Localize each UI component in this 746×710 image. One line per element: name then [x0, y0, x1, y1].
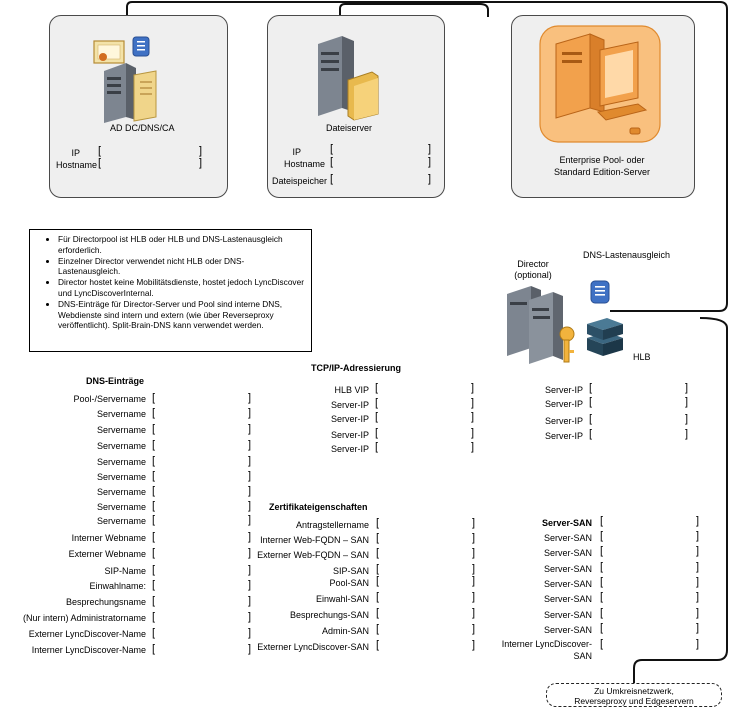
dns-row-label: Externer Webname [68, 549, 146, 559]
cert-right-label: Server-SAN [543, 610, 592, 620]
pool-server-title-line2: Standard Edition-Server [553, 167, 651, 177]
director-label-line2: (optional) [514, 270, 552, 280]
ad-server-icon [93, 36, 157, 123]
cert-right-label: Server-SAN [543, 625, 592, 635]
cert-right-label: Server-SAN [543, 548, 592, 558]
note-item: Einzelner Director verwendet nicht HLB o… [58, 256, 305, 277]
cert-right-last-label-line1: Interner LyncDiscover- [501, 639, 592, 649]
dns-section-title: DNS-Einträge [86, 376, 145, 386]
dns-row-label: Servername [96, 502, 146, 512]
note-item: Director hostet keine Mobilitätsdienste,… [58, 277, 305, 298]
cert-left-label: Einwahl-SAN [315, 594, 369, 604]
tcpip-right-label: Server-IP [544, 416, 583, 426]
ad-ip-label: IP [71, 148, 80, 158]
tcpip-left-label: Server-IP [330, 414, 369, 424]
tcpip-left-label: Server-IP [330, 444, 369, 454]
dns-row-label: Servername [96, 425, 146, 435]
dns-row-label: Interner LyncDiscover-Name [31, 645, 146, 655]
perimeter-network-box: Zu Umkreisnetzwerk, Reverseproxy und Edg… [546, 683, 722, 707]
hlb-label: HLB [633, 352, 651, 362]
dns-row-label: Servername [96, 487, 146, 497]
tcpip-left-label: Server-IP [330, 430, 369, 440]
cert-section-title: Zertifikateigenschaften [269, 502, 368, 512]
cert-right-label: Server-SAN [543, 594, 592, 604]
cert-left-label: Admin-SAN [321, 626, 369, 636]
cert-right-label: Server-SAN [543, 533, 592, 543]
cert-left-label: Externer LyncDiscover-SAN [257, 642, 369, 652]
pool-server-title-line1: Enterprise Pool- oder [559, 155, 645, 165]
dns-row-label: Interner Webname [71, 533, 146, 543]
tcpip-right-label: Server-IP [544, 431, 583, 441]
dns-row-label: Pool-/Servername [73, 394, 146, 404]
file-server-icon [318, 36, 379, 121]
dns-row-label: Externer LyncDiscover-Name [28, 629, 146, 639]
dns-row-label: Besprechungsname [65, 597, 146, 607]
cert-left-label: Externer Web-FQDN – SAN [257, 550, 369, 560]
cert-right-label: Server-SAN [543, 579, 592, 589]
ad-server-title: AD DC/DNS/CA [110, 123, 175, 133]
perimeter-line2: Reverseproxy und Edgeservern [574, 696, 694, 706]
pool-link [479, 3, 489, 17]
perimeter-line1: Zu Umkreisnetzwerk, [594, 686, 674, 696]
cert-right-label: Server-SAN [543, 564, 592, 574]
tcpip-right-label: Server-IP [544, 385, 583, 395]
director-label-line1: Director [517, 259, 549, 269]
dns-load-balancing-label: DNS-Lastenausgleich [583, 250, 671, 260]
cert-left-label: Pool-SAN [329, 578, 369, 588]
dns-row-label: SIP-Name [104, 566, 146, 576]
tcpip-section-title: TCP/IP-Adressierung [311, 363, 402, 373]
pool-server-icon [539, 25, 661, 143]
cert-left-label: Interner Web-FQDN – SAN [260, 535, 369, 545]
note-item: Für Directorpool ist HLB oder HLB und DN… [58, 234, 305, 255]
cert-left-label: SIP-SAN [332, 566, 369, 576]
dns-row-label: Servername [96, 516, 146, 526]
cert-right-last-label-line2: SAN [573, 651, 592, 661]
dns-row-label: Servername [96, 441, 146, 451]
dns-row-label: Servername [96, 457, 146, 467]
cert-right-label: Server-SAN [541, 518, 592, 528]
dns-row-label: (Nur intern) Administratorname [22, 613, 146, 623]
tcpip-right-label: Server-IP [544, 399, 583, 409]
notes-box: Für Directorpool ist HLB oder HLB und DN… [29, 229, 312, 352]
file-ip-label: IP [292, 147, 301, 157]
note-item: DNS-Einträge für Director-Server und Poo… [58, 299, 305, 331]
perimeter-line [633, 317, 728, 683]
file-hostname-label: Hostname [283, 159, 325, 169]
ad-hostname-label: Hostname [55, 160, 97, 170]
file-storage-label: Dateispeicher [271, 176, 327, 186]
tcpip-left-label: Server-IP [330, 400, 369, 410]
tcpip-left-label: HLB VIP [334, 385, 369, 395]
dns-row-label: Einwahlname: [89, 581, 146, 591]
dns-row-label: Servername [96, 409, 146, 419]
cert-left-label: Antragstellername [295, 520, 369, 530]
director-server-icon [507, 280, 623, 364]
cert-left-label: Besprechungs-SAN [289, 610, 369, 620]
file-server-title: Dateiserver [326, 123, 373, 133]
dns-row-label: Servername [96, 472, 146, 482]
